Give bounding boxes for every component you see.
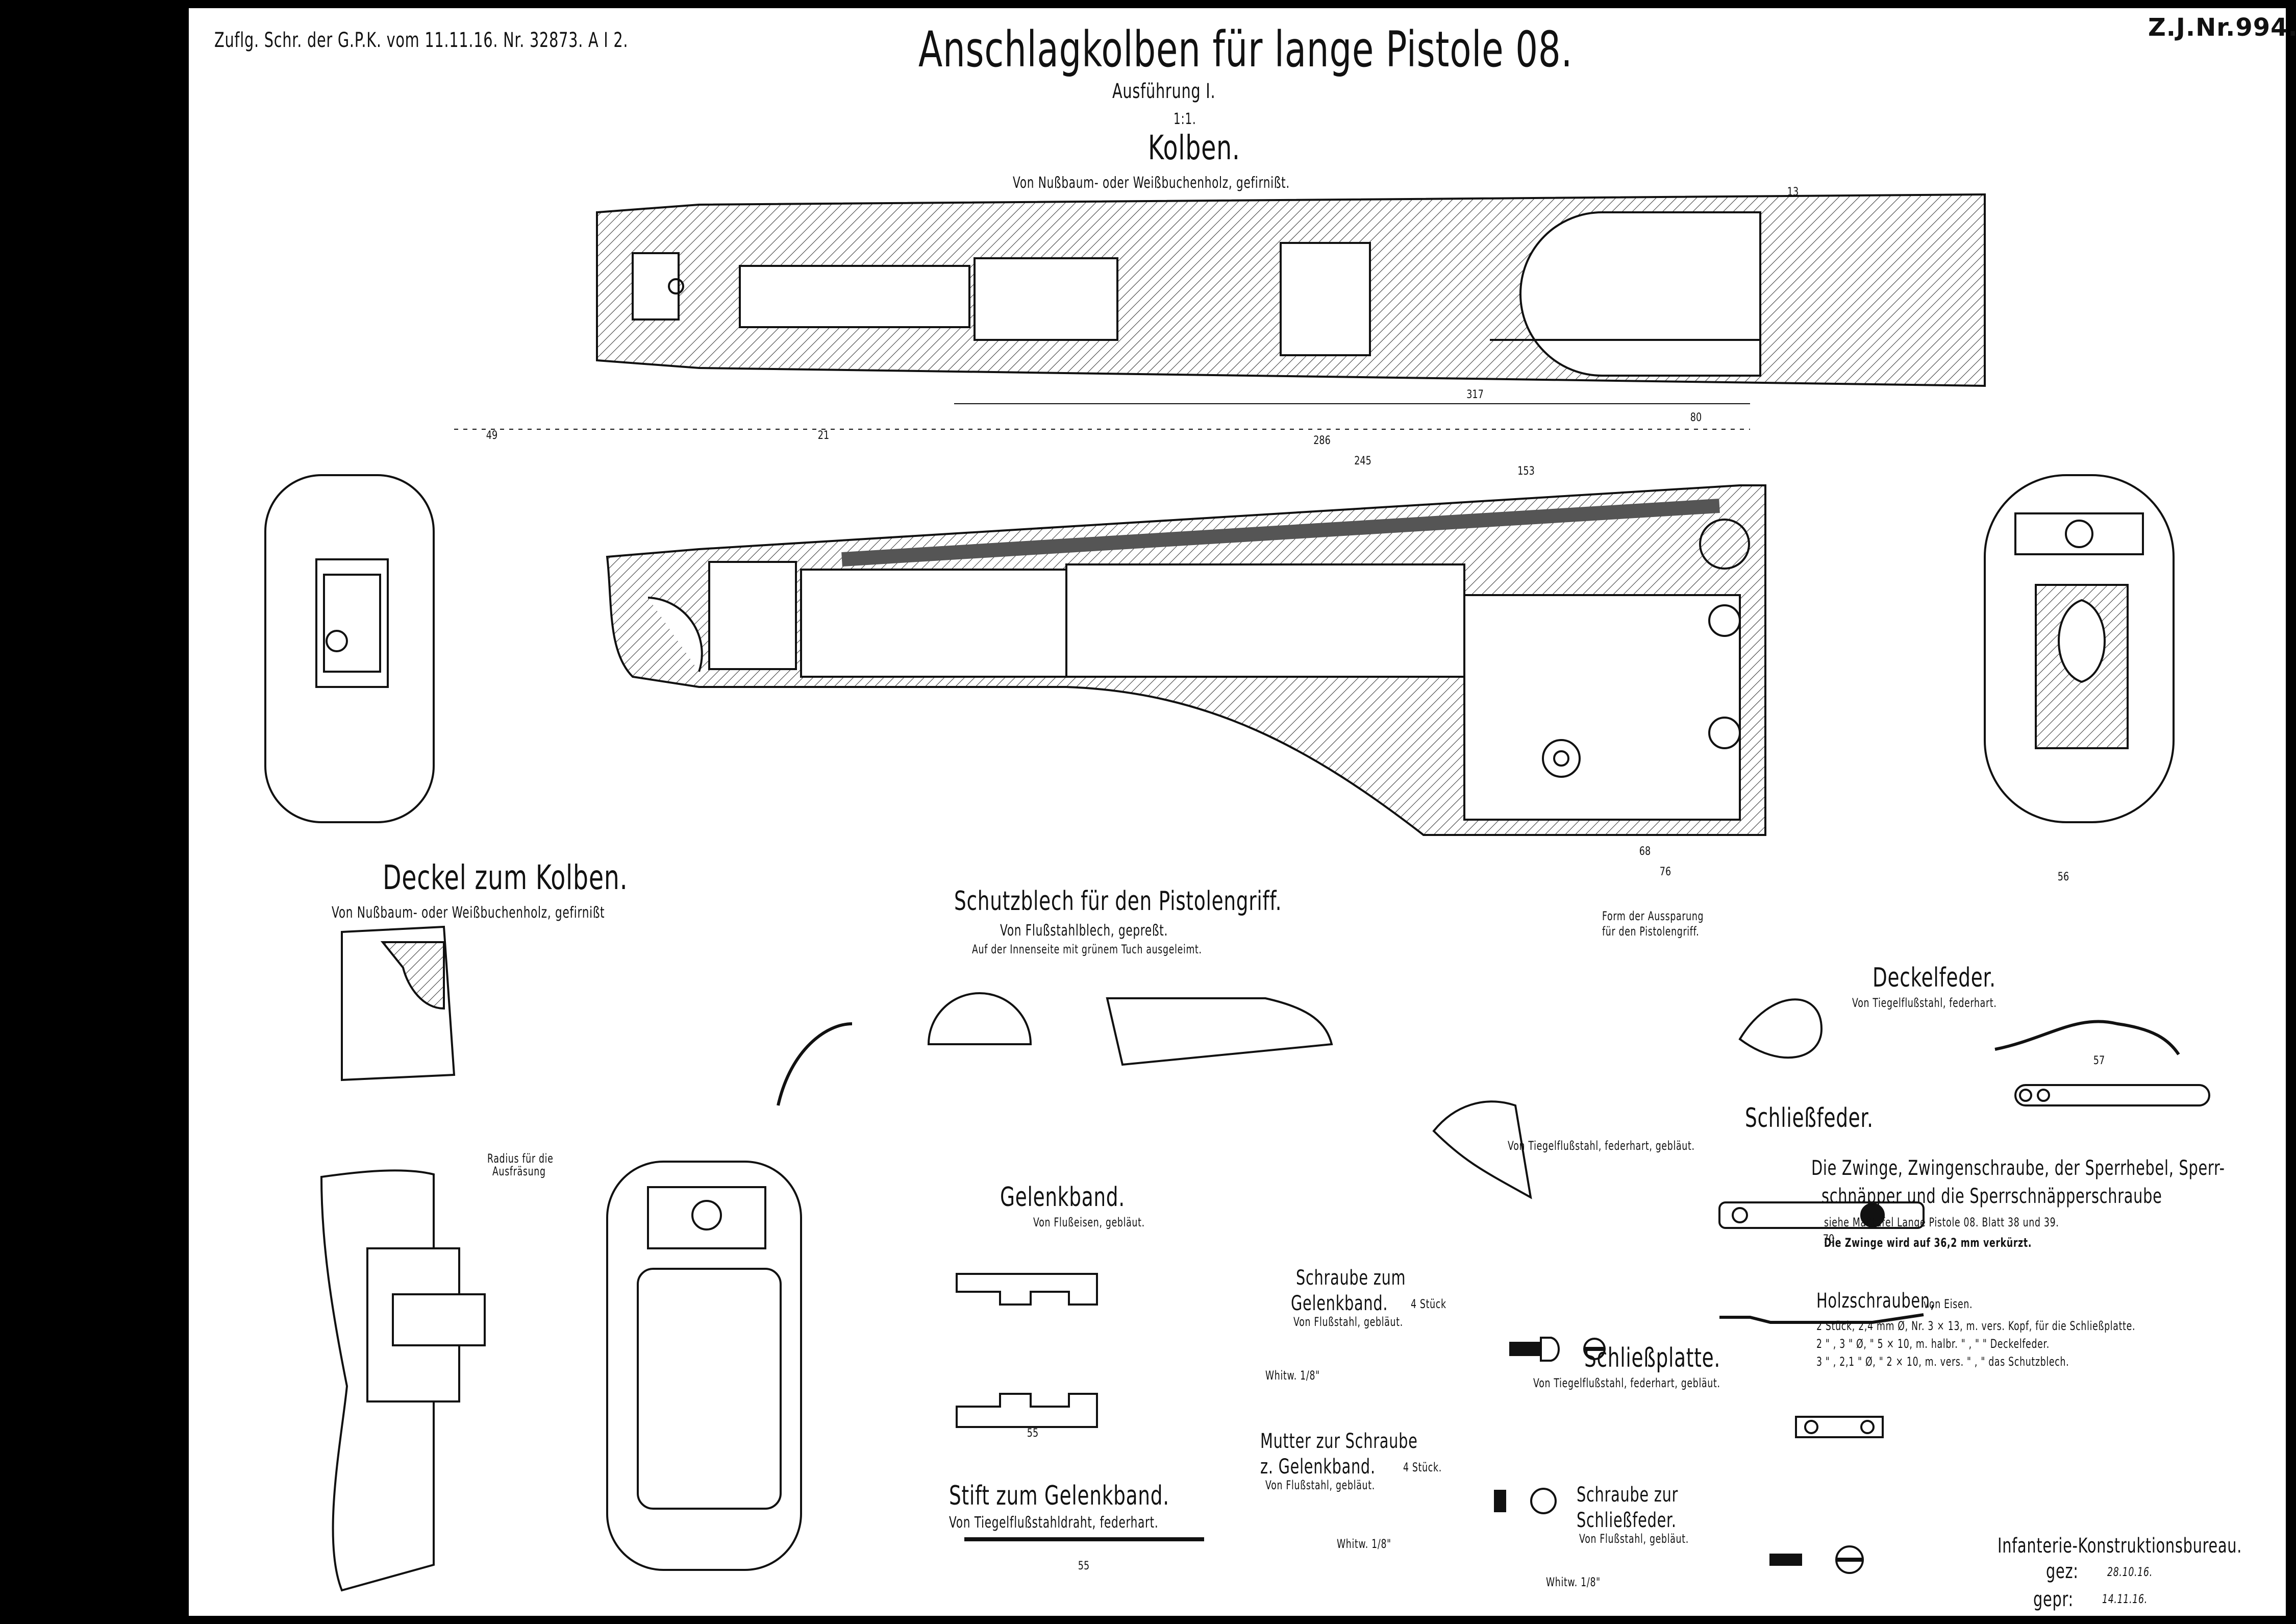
- schraube-schliessfeder-title-2: Schließfeder.: [1577, 1509, 1677, 1532]
- schliessfeder-profile: [1719, 1313, 1924, 1324]
- dim-label: 76: [1659, 866, 1671, 878]
- stift-title: Stift zum Gelenkband.: [949, 1481, 1169, 1511]
- reference-note: Zuflg. Schr. der G.P.K. vom 11.11.16. Nr…: [214, 29, 629, 52]
- deckelfeder-material: Von Tiegelflußstahl, federhart.: [1852, 996, 1997, 1010]
- holzschrauben-row: 2 " , 3 " Ø, " 5 × 10, m. halbr. " , " "…: [1816, 1337, 2050, 1351]
- mutter-title-1: Mutter zur Schraube: [1260, 1430, 1418, 1453]
- gez-date: 28.10.16.: [2107, 1565, 2153, 1579]
- drawing-sheet: Zuflg. Schr. der G.P.K. vom 11.11.16. Nr…: [189, 8, 2296, 1616]
- technical-drawing: [264, 193, 2210, 1592]
- schutzblech-title: Schutzblech für den Pistolengriff.: [954, 886, 1282, 917]
- schraube-schliessfeder-material: Von Flußstahl, gebläut.: [1579, 1532, 1689, 1546]
- schliessfeder-title: Schließfeder.: [1745, 1103, 1874, 1134]
- zwinge-note-1: Die Zwinge, Zwingenschraube, der Sperrhe…: [1811, 1157, 2225, 1180]
- dim-label: 286: [1313, 434, 1331, 447]
- mutter-material: Von Flußstahl, gebläut.: [1265, 1478, 1375, 1492]
- schutzblech-half-circle: [927, 992, 1032, 1045]
- zwinge-note-4: Die Zwinge wird auf 36,2 mm verkürzt.: [1824, 1236, 2032, 1250]
- sheet-title: Anschlagkolben für lange Pistole 08.: [918, 21, 1573, 78]
- holzschrauben-title: Holzschrauben,: [1816, 1289, 1935, 1313]
- mutter-side: [1494, 1490, 1506, 1512]
- gelenkband-top: [956, 1273, 1098, 1306]
- deckelfeder-profile: [1994, 1020, 2180, 1055]
- schraube-gelenkband-title-1: Schraube zum: [1296, 1266, 1406, 1290]
- stift-material: Von Tiegelflußstahldraht, federhart.: [949, 1514, 1159, 1532]
- schliessplatte-plan: [1795, 1416, 1884, 1438]
- drawing-number: Z.J.Nr.994.: [2148, 13, 2296, 42]
- holzschrauben-row: 3 " , 2,1 " Ø, " 2 × 10, m. vers. " , " …: [1816, 1355, 2069, 1369]
- dim-label: 55: [1027, 1427, 1039, 1440]
- dim-label: 56: [2057, 871, 2069, 883]
- mutter-front: [1530, 1488, 1557, 1514]
- gepr-date: 14.11.16.: [2102, 1592, 2148, 1606]
- gepr-label: gepr:: [2033, 1588, 2074, 1611]
- schutzblech-material: Von Flußstahlblech, gepreßt.: [1000, 922, 1168, 940]
- schraube-schliessfeder-title-1: Schraube zur: [1577, 1483, 1679, 1507]
- gelenkband-bottom: [956, 1393, 1098, 1428]
- deckel-material: Von Nußbaum- oder Weißbuchenholz, gefirn…: [332, 904, 605, 922]
- dim-label: 317: [1466, 388, 1484, 401]
- mutter-thread-label: Whitw. 1/8": [1337, 1537, 1391, 1551]
- zwinge-note-3: siehe Maßtafel Lange Pistole 08. Blatt 3…: [1824, 1215, 2059, 1229]
- schutzblech-note: Auf der Innenseite mit grünem Tuch ausge…: [972, 942, 1202, 956]
- bureau-name: Infanterie-Konstruktionsbureau.: [1998, 1534, 2242, 1558]
- aussparung-note-2: für den Pistolengriff.: [1602, 924, 1700, 939]
- gelenkband-material: Von Flußeisen, gebläut.: [1033, 1215, 1145, 1229]
- dim-label: 245: [1354, 455, 1371, 467]
- scale-label: 1:1.: [1174, 110, 1196, 128]
- schraube-shaft: [1509, 1342, 1542, 1356]
- gelenkband-title: Gelenkband.: [1000, 1182, 1125, 1213]
- zwinge-note-2: schnäpper und die Sperrschnäpperschraube: [1821, 1185, 2162, 1208]
- mutter-title-2: z. Gelenkband.: [1260, 1455, 1376, 1479]
- variant-label: Ausführung I.: [1112, 80, 1216, 103]
- schraube-gelenkband-material: Von Flußstahl, gebläut.: [1293, 1315, 1403, 1329]
- mutter-qty: 4 Stück.: [1403, 1460, 1442, 1474]
- schliessplatte-title: Schließplatte.: [1584, 1343, 1720, 1373]
- kolben-title: Kolben.: [1148, 128, 1240, 167]
- dim-label: 13: [1787, 186, 1799, 199]
- dim-label: 70: [1823, 1233, 1835, 1246]
- gez-label: gez:: [2046, 1560, 2079, 1583]
- schraube-schliessfeder-thread: Whitw. 1/8": [1546, 1575, 1601, 1589]
- schraube-gelenkband-title-2: Gelenkband.: [1291, 1292, 1388, 1315]
- schraube-gelenkband-qty: 4 Stück: [1411, 1297, 1446, 1311]
- holzschrauben-row: 2 Stück, 2,4 mm Ø, Nr. 3 × 13, m. vers. …: [1816, 1319, 2136, 1333]
- dim-label: 55: [1078, 1560, 1090, 1572]
- deckel-title: Deckel zum Kolben.: [383, 858, 628, 897]
- dim-label: 80: [1690, 411, 1702, 424]
- radius-note-2: Ausfräsung: [492, 1164, 546, 1178]
- schliessplatte-material: Von Tiegelflußstahl, federhart, gebläut.: [1533, 1376, 1720, 1390]
- dim-label: 49: [486, 429, 498, 442]
- dim-label: 153: [1517, 465, 1535, 478]
- radius-note-1: Radius für die: [487, 1151, 554, 1166]
- dim-label: 68: [1639, 845, 1651, 858]
- schutzblech-blank: [1106, 997, 1333, 1066]
- schutzblech-profile: [777, 1022, 853, 1106]
- schraube-thread-label: Whitw. 1/8": [1265, 1368, 1320, 1383]
- deckelfeder-plan: [2014, 1084, 2210, 1106]
- aussparung-note-1: Form der Aussparung: [1602, 909, 1704, 923]
- deckelfeder-title: Deckelfeder.: [1873, 963, 1996, 993]
- schraube-schliessfeder-side: [1769, 1554, 1802, 1566]
- dim-label: 57: [2093, 1054, 2105, 1067]
- schliessfeder-material: Von Tiegelflußstahl, federhart, gebläut.: [1508, 1139, 1695, 1153]
- dim-label: 21: [817, 429, 830, 442]
- kolben-material: Von Nußbaum- oder Weißbuchenholz, gefirn…: [1013, 174, 1290, 192]
- holzschrauben-subtitle: von Eisen.: [1924, 1297, 1973, 1311]
